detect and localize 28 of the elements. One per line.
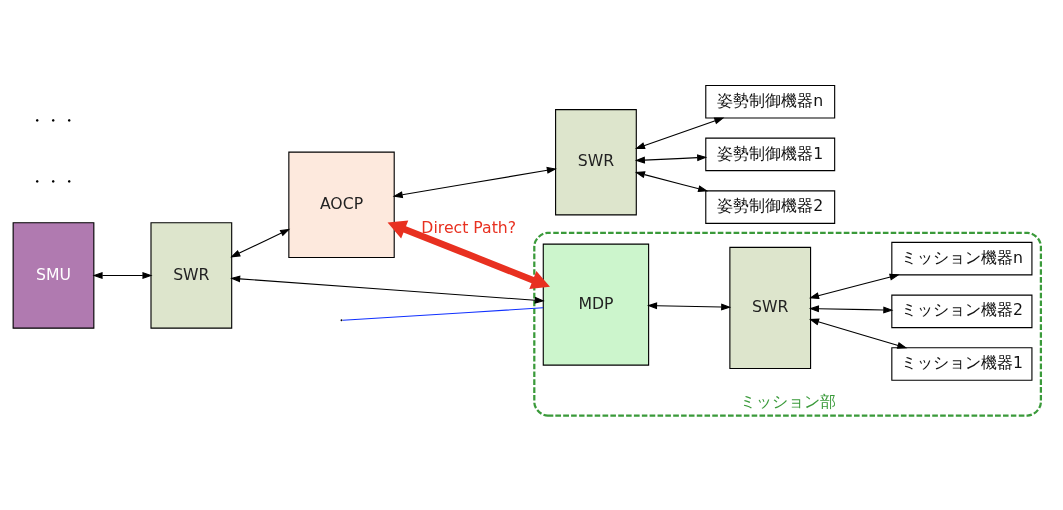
- arrow: [387, 220, 550, 290]
- node-box: SWR: [555, 109, 637, 216]
- node-box: 姿勢制御機器n: [705, 84, 836, 119]
- arrow: [808, 305, 894, 314]
- node-box: 姿勢制御機器2: [705, 190, 836, 224]
- node-box: ミッション機器n: [891, 241, 1033, 276]
- arrow: [634, 154, 708, 164]
- arrow: [647, 302, 732, 311]
- label: ・・・: [29, 171, 78, 191]
- label: ・・・: [29, 111, 78, 131]
- node-box: ミッション機器2: [891, 294, 1033, 329]
- edge-label: Direct Path?: [421, 218, 517, 238]
- arrow: [230, 228, 291, 258]
- arrow: [92, 271, 153, 279]
- connector: [342, 307, 544, 321]
- arrow: [392, 166, 557, 199]
- node-box: MDP: [542, 243, 650, 366]
- arrow: [808, 273, 900, 300]
- arrow: [634, 117, 725, 149]
- node-box: SMU: [12, 222, 95, 329]
- node-box: SWR: [729, 246, 812, 370]
- arrow: [230, 275, 545, 304]
- arrow: [634, 171, 709, 193]
- node-box: SWR: [150, 222, 233, 329]
- node-box: 姿勢制御機器1: [705, 137, 836, 172]
- node-box: AOCP: [288, 151, 395, 259]
- node-box: ミッション機器1: [891, 347, 1033, 381]
- arrow: [808, 318, 908, 349]
